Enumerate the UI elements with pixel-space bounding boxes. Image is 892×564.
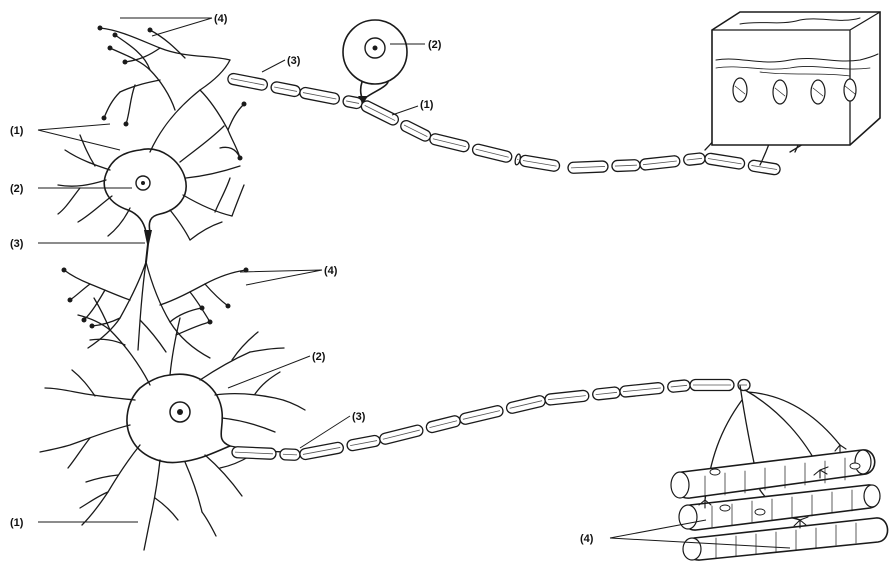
- myelin-segment: [690, 380, 734, 391]
- label-inter-nucleus: (2): [10, 183, 24, 195]
- label-motor-dendrites: (1): [10, 517, 24, 529]
- myelin-segment: [232, 447, 276, 460]
- myelin-segment: [459, 405, 504, 426]
- upper-neuron-axon-hillock: [144, 230, 152, 244]
- myelin-segment: [544, 390, 589, 406]
- myelin-segment: [612, 160, 640, 172]
- skin-tissue-block: [712, 12, 880, 145]
- myelin-segment: [704, 153, 745, 170]
- myelin-segment: [471, 143, 512, 163]
- motor-myelinated-fiber: [232, 380, 750, 461]
- upper-neuron-axon: [146, 244, 148, 262]
- upper-neuron: [58, 26, 249, 359]
- myelin-segment: [429, 133, 470, 153]
- myelin-segment: [346, 435, 381, 452]
- upper-neuron-nucleolus: [141, 181, 145, 185]
- myelin-segment: [299, 87, 340, 105]
- myelin-segment: [505, 395, 546, 415]
- myelin-segment: [639, 155, 680, 170]
- myelin-segment: [360, 99, 401, 127]
- label-motor-nucleus: (2): [312, 351, 326, 363]
- leader-lines: [38, 18, 790, 548]
- label-inter-axon-hillock: (3): [10, 238, 24, 250]
- label-sensory-cell-body: (2): [428, 39, 442, 51]
- motor-nucleolus: [177, 409, 183, 415]
- myelin-segment: [425, 415, 461, 434]
- label-motor-end-plates: (4): [580, 533, 594, 545]
- myelin-segment: [379, 424, 424, 445]
- myelin-segment: [667, 380, 690, 393]
- label-motor-myelin: (3): [352, 411, 366, 423]
- myelin-segment: [270, 81, 301, 97]
- upper-neuron-axon-terminals: [64, 262, 246, 358]
- myelin-segment: [519, 155, 560, 172]
- myelin-segment: [619, 382, 664, 397]
- label-inter-dendrites: (1): [10, 125, 24, 137]
- myelin-segment: [280, 449, 301, 461]
- label-sensory-myelin: (3): [287, 55, 301, 67]
- sensory-myelinated-fiber: [227, 73, 781, 176]
- label-inter-terminals: (4): [324, 265, 338, 277]
- label-top-dendrite-tips: (4): [214, 13, 228, 25]
- upper-neuron-cell-body: [104, 149, 186, 232]
- myelin-segment: [399, 119, 433, 143]
- myelin-segment: [568, 161, 608, 174]
- myelin-segment: [683, 153, 705, 166]
- label-sensory-axon: (1): [420, 99, 434, 111]
- myelin-segment: [592, 387, 620, 401]
- myelin-segment: [748, 160, 781, 176]
- sensory-nucleolus: [373, 46, 378, 51]
- myelin-segment: [227, 73, 268, 91]
